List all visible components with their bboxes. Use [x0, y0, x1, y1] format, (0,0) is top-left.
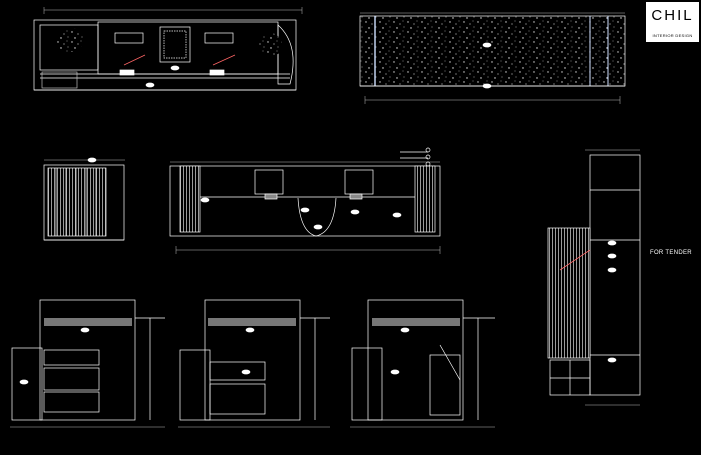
- elevation-terrazzo-panel: [359, 12, 626, 104]
- section-drawer-unit-2: [178, 299, 330, 428]
- logo-subtitle: INTERIOR DESIGN: [652, 33, 693, 38]
- elevation-counter-front: [33, 7, 303, 91]
- red-leaders: [123, 54, 591, 271]
- elevation-tall-cabinet: [547, 149, 641, 406]
- elevation-slatted-unit: [43, 157, 125, 241]
- plan-counter: [169, 147, 441, 254]
- logo-mark: CHIL: [651, 7, 694, 24]
- tender-stamp: FOR TENDER: [650, 250, 692, 256]
- section-drawer-unit-3: [350, 299, 495, 428]
- chil-logo: CHIL INTERIOR DESIGN: [646, 2, 699, 42]
- section-drawer-unit-1: [10, 299, 165, 428]
